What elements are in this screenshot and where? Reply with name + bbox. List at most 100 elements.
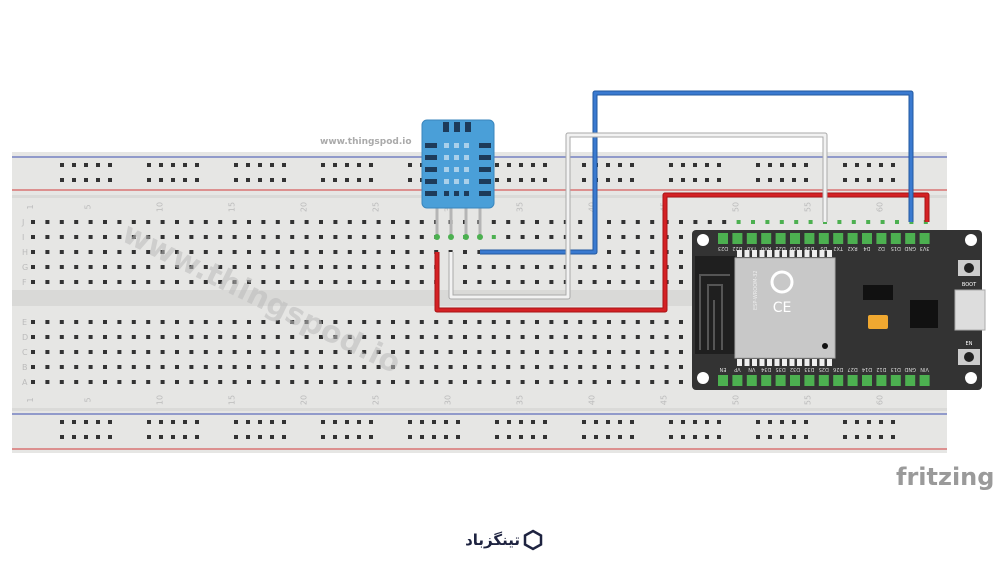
rail-hole[interactable]: [669, 435, 673, 439]
breadboard-hole[interactable]: [131, 220, 136, 224]
rail-hole[interactable]: [246, 178, 250, 182]
pin-header[interactable]: [718, 375, 728, 386]
breadboard-hole[interactable]: [117, 335, 122, 339]
pin-header[interactable]: [761, 233, 772, 244]
breadboard-hole[interactable]: [146, 250, 151, 254]
breadboard-hole[interactable]: [175, 265, 179, 269]
rail-hole[interactable]: [60, 420, 64, 424]
breadboard-hole[interactable]: [333, 320, 338, 324]
rail-hole[interactable]: [282, 178, 286, 182]
breadboard-hole[interactable]: [362, 220, 367, 224]
breadboard-hole[interactable]: [232, 380, 237, 384]
breadboard-hole[interactable]: [405, 220, 410, 224]
rail-hole[interactable]: [891, 420, 895, 424]
breadboard-hole[interactable]: [74, 250, 79, 254]
breadboard-hole[interactable]: [549, 365, 554, 369]
rail-hole[interactable]: [855, 435, 859, 439]
breadboard-hole[interactable]: [578, 350, 583, 354]
breadboard-hole[interactable]: [851, 220, 856, 224]
breadboard-hole[interactable]: [275, 280, 280, 284]
rail-hole[interactable]: [891, 163, 895, 167]
rail-hole[interactable]: [669, 178, 673, 182]
breadboard-hole[interactable]: [535, 265, 539, 269]
breadboard-hole[interactable]: [549, 320, 554, 324]
breadboard-hole[interactable]: [218, 235, 223, 239]
rail-hole[interactable]: [879, 420, 883, 424]
breadboard-hole[interactable]: [391, 335, 395, 339]
rail-hole[interactable]: [96, 178, 100, 182]
rail-hole[interactable]: [717, 420, 721, 424]
breadboard-hole[interactable]: [203, 365, 208, 369]
rail-hole[interactable]: [531, 435, 535, 439]
breadboard-hole[interactable]: [333, 265, 338, 269]
breadboard-hole[interactable]: [117, 280, 122, 284]
rail-hole[interactable]: [369, 420, 373, 424]
breadboard-hole[interactable]: [319, 335, 323, 339]
rail-hole[interactable]: [855, 420, 859, 424]
pin-header[interactable]: [847, 375, 858, 386]
breadboard-hole[interactable]: [232, 350, 237, 354]
breadboard-hole[interactable]: [59, 350, 64, 354]
rail-hole[interactable]: [543, 435, 547, 439]
breadboard-hole[interactable]: [247, 250, 251, 254]
rail-hole[interactable]: [147, 178, 151, 182]
rail-hole[interactable]: [693, 178, 697, 182]
breadboard-hole[interactable]: [477, 365, 482, 369]
rail-hole[interactable]: [543, 420, 547, 424]
breadboard-hole[interactable]: [304, 365, 309, 369]
rail-hole[interactable]: [582, 435, 586, 439]
rail-hole[interactable]: [618, 420, 622, 424]
breadboard-hole[interactable]: [650, 365, 655, 369]
rail-hole[interactable]: [780, 178, 784, 182]
rail-hole[interactable]: [681, 178, 685, 182]
breadboard-hole[interactable]: [679, 335, 683, 339]
rail-hole[interactable]: [60, 178, 64, 182]
breadboard-hole[interactable]: [131, 320, 136, 324]
breadboard-hole[interactable]: [146, 380, 151, 384]
rail-hole[interactable]: [495, 178, 499, 182]
breadboard-hole[interactable]: [45, 265, 50, 269]
pin-header[interactable]: [804, 375, 815, 386]
breadboard-hole[interactable]: [376, 235, 381, 239]
breadboard-hole[interactable]: [391, 380, 395, 384]
pin-header[interactable]: [862, 375, 872, 386]
breadboard-hole[interactable]: [117, 350, 122, 354]
breadboard-hole[interactable]: [45, 350, 50, 354]
breadboard-hole[interactable]: [635, 280, 640, 284]
rail-hole[interactable]: [681, 435, 685, 439]
rail-hole[interactable]: [879, 163, 883, 167]
breadboard-hole[interactable]: [232, 235, 237, 239]
pin-header[interactable]: [761, 375, 772, 386]
breadboard-hole[interactable]: [635, 365, 640, 369]
breadboard-hole[interactable]: [362, 380, 367, 384]
rail-hole[interactable]: [159, 163, 163, 167]
breadboard-hole[interactable]: [275, 250, 280, 254]
breadboard-hole[interactable]: [88, 280, 93, 284]
rail-hole[interactable]: [270, 420, 274, 424]
rail-hole[interactable]: [780, 163, 784, 167]
breadboard-hole[interactable]: [304, 250, 309, 254]
rail-hole[interactable]: [444, 435, 448, 439]
breadboard-hole[interactable]: [189, 280, 194, 284]
breadboard-hole[interactable]: [160, 250, 165, 254]
breadboard-hole[interactable]: [405, 280, 410, 284]
breadboard-hole[interactable]: [419, 220, 424, 224]
breadboard-hole[interactable]: [520, 235, 525, 239]
breadboard-hole[interactable]: [592, 280, 597, 284]
breadboard-hole[interactable]: [290, 235, 295, 239]
breadboard-hole[interactable]: [290, 320, 295, 324]
rail-hole[interactable]: [333, 178, 337, 182]
rail-hole[interactable]: [693, 420, 697, 424]
breadboard-hole[interactable]: [376, 320, 381, 324]
breadboard-hole[interactable]: [419, 320, 424, 324]
breadboard-hole[interactable]: [304, 320, 309, 324]
pin-header[interactable]: [905, 375, 916, 386]
breadboard-hole[interactable]: [103, 280, 107, 284]
breadboard-hole[interactable]: [31, 220, 35, 224]
breadboard-hole[interactable]: [45, 250, 50, 254]
breadboard-hole[interactable]: [160, 280, 165, 284]
breadboard-hole[interactable]: [592, 380, 597, 384]
rail-hole[interactable]: [630, 435, 634, 439]
breadboard-hole[interactable]: [679, 280, 683, 284]
rail-hole[interactable]: [867, 178, 871, 182]
